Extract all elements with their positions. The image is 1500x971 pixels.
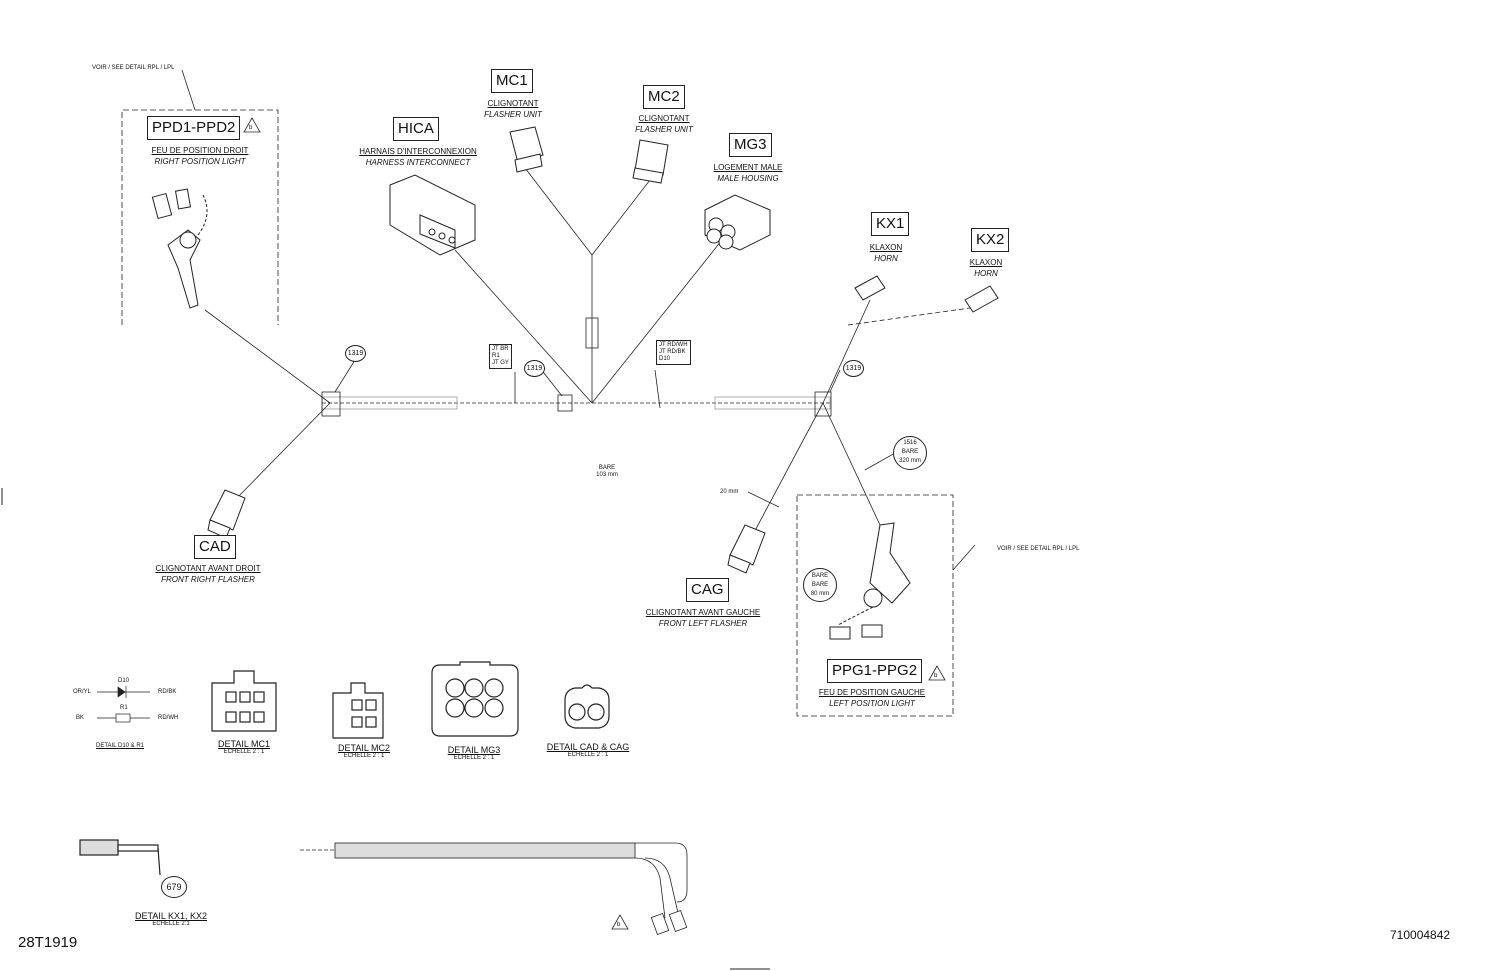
drawing-ref-right: 710004842 (1390, 928, 1451, 942)
drawing-ref-left: 28T1919 (18, 934, 78, 951)
kx1-label-en: HORN (874, 254, 898, 263)
bubble-1319-left: 1319 (345, 345, 366, 362)
bubble-1319-mid: 1319 (524, 360, 545, 377)
branch-mg3 (591, 239, 723, 404)
ppg-rev-letter: b (934, 673, 938, 679)
length-20mm-note: 20 mm (720, 489, 739, 495)
branch-cad (234, 402, 331, 501)
mc1-code: MC1 (491, 69, 533, 93)
branch-hica (454, 249, 593, 404)
tape-y (585, 317, 599, 349)
ppd-code: PPD1-PPD2 (147, 116, 241, 140)
mc2-face (332, 682, 384, 739)
branch-cag (749, 402, 824, 541)
bubble-679: 679 (161, 876, 187, 898)
branch-kx1 (822, 299, 871, 404)
rev-triangle-bottom (611, 914, 629, 930)
kx1-code: KX1 (871, 212, 910, 236)
mc2-label-fr: CLIGNOTANT (638, 114, 690, 123)
rev-triangle-ppg (928, 665, 946, 681)
ppg-detail-frame (796, 494, 954, 717)
cad-connector-icon (207, 489, 246, 539)
schematic-r1-label: R1 (120, 705, 128, 711)
ppd-rev-letter: b (249, 125, 253, 131)
mg3-label-fr: LOGEMENT MALE (713, 163, 783, 172)
branch-mc2 (591, 179, 651, 256)
ppd-label-en: RIGHT POSITION LIGHT (154, 157, 246, 166)
hica-code: HICA (393, 117, 439, 141)
hica-label-en: HARNESS INTERCONNECT (365, 158, 471, 167)
schematic-wire1-right: RD/BK (158, 689, 177, 695)
schematic-d10-label: D10 (118, 678, 130, 684)
kx2-label-en: HORN (974, 269, 998, 278)
cag-label-en: FRONT LEFT FLASHER (658, 619, 748, 628)
hica-label-fr: HARNAIS D'INTERCONNEXION (359, 147, 477, 156)
ppg-label-en: LEFT POSITION LIGHT (829, 699, 915, 708)
cad-label-en: FRONT RIGHT FLASHER (161, 575, 255, 584)
cad-cag-face (564, 684, 610, 729)
branch-kx2 (847, 307, 971, 326)
mg3-connector-icon (704, 194, 771, 251)
ppg-connector-icon (829, 522, 911, 640)
mc1-label-fr: CLIGNOTANT (487, 99, 539, 108)
kx2-code: KX2 (971, 228, 1010, 252)
leader-right (952, 544, 976, 571)
mc2-label-en: FLASHER UNIT (635, 125, 693, 134)
clip-left (321, 391, 341, 417)
schematic-wire2-right: RD/WH (158, 715, 179, 721)
schematic-wire1-left: OR/YL (73, 689, 92, 695)
rev-triangle-ppd (243, 117, 261, 133)
clip-mid (557, 394, 573, 412)
hica-connector-icon (389, 174, 476, 256)
mg3-face (431, 661, 519, 737)
branch-ppg (822, 402, 881, 526)
cag-code: CAG (686, 578, 729, 602)
ppd-label-fr: FEU DE POSITION DROIT (151, 146, 249, 155)
diode-resistor-schematic (97, 686, 150, 723)
cad-code: CAD (194, 535, 236, 559)
mc1-face (211, 670, 277, 732)
see-detail-note-right: VOIR / SEE DETAIL RPL / LPL (997, 546, 1080, 552)
ppd-connector-icon (151, 188, 208, 309)
bubble-1319-right: 1319 (843, 360, 864, 377)
kx2-connector-icon (964, 285, 999, 313)
kx1-label-fr: KLAXON (869, 243, 903, 252)
schematic-wire2-left: BK (76, 715, 85, 721)
kx-terminal-detail (79, 839, 161, 876)
ppg-code: PPG1-PPG2 (827, 659, 923, 683)
see-detail-note-top: VOIR / SEE DETAIL RPL / LPL (92, 65, 175, 71)
cag-connector-icon (727, 524, 766, 574)
branch-ppd (204, 309, 331, 404)
mc2-code: MC2 (643, 85, 685, 109)
mc1-label-en: FLASHER UNIT (484, 110, 542, 119)
kx2-label-fr: KLAXON (969, 258, 1003, 267)
ppg-label-fr: FEU DE POSITION GAUCHE (818, 688, 926, 697)
harness-sleeve-detail (300, 842, 688, 936)
mc1-connector-icon (509, 126, 544, 173)
leader-top (181, 69, 196, 111)
bottom-rev-letter: b (617, 922, 621, 928)
clip-right (814, 391, 832, 417)
kx1-connector-icon (854, 275, 886, 301)
mc2-connector-icon (632, 139, 669, 184)
cad-label-fr: CLIGNOTANT AVANT DROIT (155, 564, 261, 573)
branch-mc1 (524, 167, 593, 256)
mg3-label-en: MALE HOUSING (717, 174, 779, 183)
sleeve-right (714, 396, 831, 410)
schematic-title: DETAIL D10 & R1 (96, 743, 145, 749)
ppd-detail-frame (121, 109, 279, 325)
cag-label-fr: CLIGNOTANT AVANT GAUCHE (645, 608, 761, 617)
mg3-code: MG3 (729, 133, 772, 157)
